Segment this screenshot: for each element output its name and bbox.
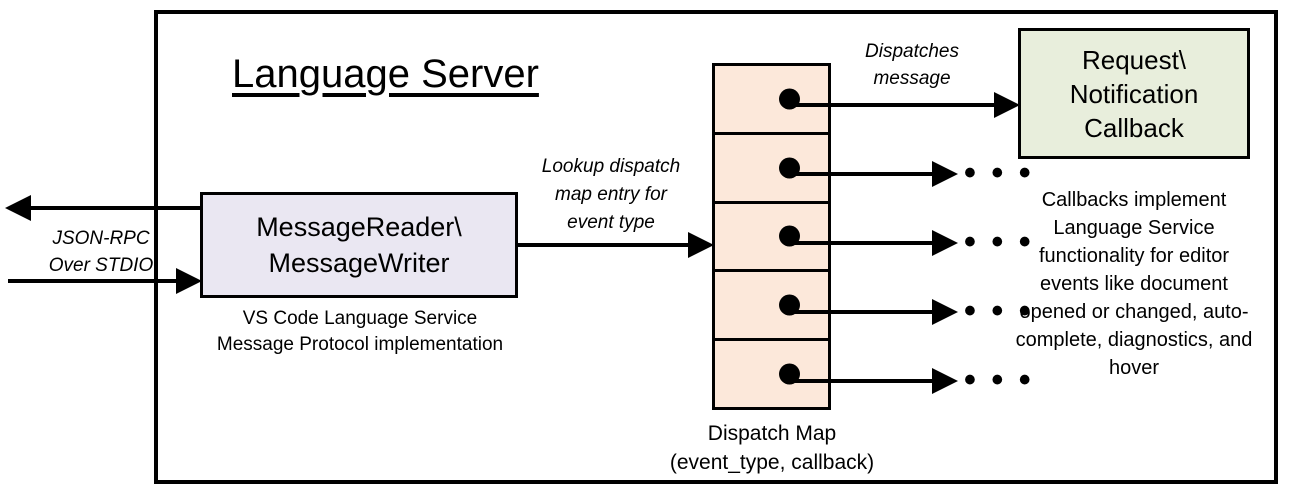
dispatch-edge-line-4 (784, 310, 936, 314)
stdio-in-line (8, 279, 178, 283)
dispatch-edge-arrowhead-4 (932, 299, 958, 325)
dispatch-edge-line-1 (784, 103, 998, 107)
dispatch-map-table[interactable] (712, 63, 831, 410)
edge-label-stdio: JSON-RPC Over STDIO (48, 228, 154, 276)
lookup-edge-line (518, 243, 690, 247)
edge-label-lookup: Lookup dispatch map entry for event type (541, 156, 681, 233)
table-row[interactable] (715, 272, 828, 342)
table-row[interactable] (715, 66, 828, 135)
node-request-notification-callback[interactable]: Request\ Notification Callback (1018, 28, 1250, 159)
lookup-edge-arrowhead (688, 232, 714, 258)
stdio-in-arrowhead (176, 268, 202, 294)
dispatch-edge-arrowhead-5 (932, 368, 958, 394)
caption-message-reader-writer: VS Code Language Service Message Protoco… (216, 308, 504, 355)
edge-label-dispatches: Dispatches message (865, 41, 959, 89)
ellipsis-indicator-2: • • • (964, 154, 1034, 192)
node-message-reader-writer-label: MessageReader\ MessageWriter (256, 212, 462, 278)
language-server-boundary (154, 10, 1278, 484)
dispatch-edge-arrowhead-1 (994, 92, 1020, 118)
dispatch-edge-arrowhead-3 (932, 230, 958, 256)
dispatch-edge-line-2 (784, 172, 936, 176)
table-row[interactable] (715, 135, 828, 204)
dispatch-edge-line-3 (784, 241, 936, 245)
table-row[interactable] (715, 341, 828, 407)
caption-callback: Callbacks implement Language Service fun… (1015, 189, 1253, 379)
table-row[interactable] (715, 204, 828, 273)
dispatch-edge-arrowhead-2 (932, 161, 958, 187)
dispatch-edge-line-5 (784, 379, 936, 383)
node-message-reader-writer[interactable]: MessageReader\ MessageWriter (200, 192, 518, 298)
caption-dispatch-map: Dispatch Map (event_type, callback) (669, 422, 875, 474)
page-title: Language Server (232, 52, 539, 96)
stdio-out-line (30, 206, 202, 210)
node-request-notification-callback-label: Request\ Notification Callback (1069, 44, 1199, 143)
stdio-out-arrowhead (5, 195, 31, 221)
